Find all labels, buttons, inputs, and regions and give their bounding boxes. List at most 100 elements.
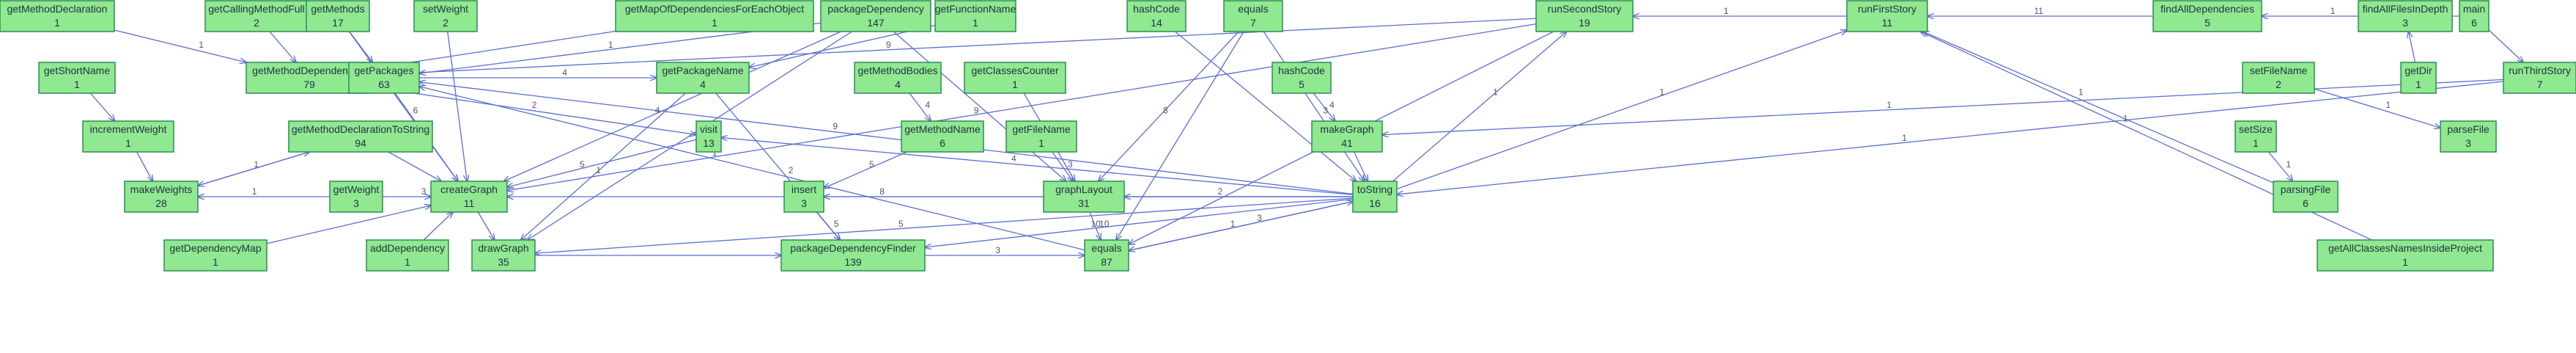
node-box[interactable] [1084, 239, 1129, 272]
node-box[interactable] [820, 0, 931, 32]
node-name: hashCode [1278, 65, 1325, 76]
node-box[interactable] [615, 0, 814, 32]
node-name: equals [1238, 3, 1268, 15]
node-box[interactable] [1352, 181, 1398, 213]
node-box[interactable] [2152, 0, 2262, 32]
node-box[interactable] [0, 0, 115, 32]
node-name: setFileName [2250, 65, 2308, 76]
edge-runThirdStory-to-makeGraph [1382, 77, 2540, 135]
edge-label: 4 [1329, 100, 1335, 110]
node-box[interactable] [2358, 0, 2453, 32]
node-box[interactable] [430, 181, 508, 213]
node-box[interactable] [1272, 62, 1332, 94]
node-box[interactable] [82, 120, 174, 153]
node-box[interactable] [854, 62, 942, 94]
node-box[interactable] [780, 239, 926, 272]
node-box[interactable] [366, 239, 449, 272]
node-box[interactable] [288, 120, 433, 153]
node-box[interactable] [471, 239, 536, 272]
node-box[interactable] [2503, 62, 2576, 94]
node-box[interactable] [1223, 0, 1283, 32]
node-name: getAllClassesNamesInsideProject [2328, 242, 2482, 254]
node-box[interactable] [163, 239, 267, 272]
node-box[interactable] [901, 120, 984, 153]
node-box[interactable] [1846, 0, 1928, 32]
edge-label: 1 [252, 186, 257, 197]
node-box[interactable] [329, 181, 383, 213]
node-box[interactable] [964, 62, 1066, 94]
node-box[interactable] [348, 62, 420, 94]
node-box[interactable] [413, 0, 478, 32]
node-box[interactable] [695, 120, 722, 153]
node-box[interactable] [2317, 239, 2494, 272]
node-box[interactable] [1126, 0, 1186, 32]
node-box[interactable] [2273, 181, 2339, 213]
node-box[interactable] [2440, 120, 2497, 153]
node-box[interactable] [38, 62, 116, 94]
node-box[interactable] [934, 0, 1016, 32]
node-box[interactable] [1043, 181, 1125, 213]
node-name: drawGraph [478, 242, 528, 254]
node-box[interactable] [656, 62, 750, 94]
edge-label: 1 [608, 40, 613, 50]
node-name: parsingFile [2281, 183, 2331, 195]
node-box[interactable] [124, 181, 199, 213]
node-box[interactable] [2400, 62, 2437, 94]
node-box[interactable] [1005, 120, 1077, 153]
edge-label: 3 [1257, 213, 1262, 223]
node-box[interactable] [2459, 0, 2490, 32]
node-box[interactable] [1535, 0, 1634, 32]
node-box[interactable] [783, 181, 824, 213]
node-box[interactable] [2234, 120, 2277, 153]
node-box[interactable] [1311, 120, 1383, 153]
node-box[interactable] [306, 0, 370, 32]
node-box[interactable] [2242, 62, 2315, 94]
edge-label: 5 [898, 219, 904, 229]
